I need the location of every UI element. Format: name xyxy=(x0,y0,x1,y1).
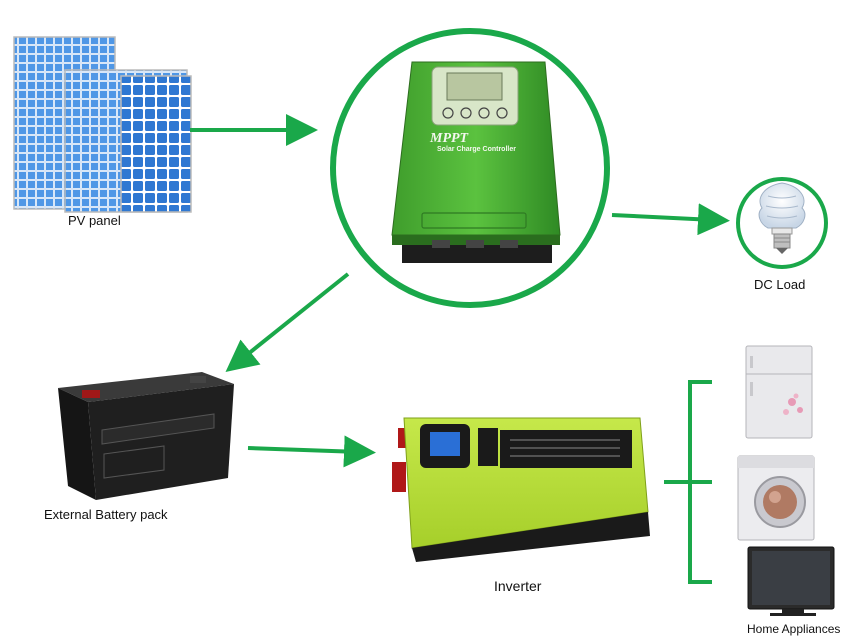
arrow-controller-to-load xyxy=(611,203,730,236)
solar-panel-icon xyxy=(13,36,192,213)
appliance-bracket xyxy=(664,380,712,584)
battery-icon xyxy=(58,372,234,500)
dc-load-label: DC Load xyxy=(754,277,806,292)
light-bulb-icon xyxy=(758,182,806,254)
controller-highlight-circle xyxy=(330,28,610,308)
controller-brand: MPPT xyxy=(430,131,469,146)
arrow-controller-to-battery xyxy=(225,272,350,372)
inverter-label: Inverter xyxy=(494,578,542,594)
pv-panel-label: PV panel xyxy=(68,213,121,228)
home-appliances-label: Home Appliances xyxy=(747,622,841,636)
television-icon xyxy=(747,546,835,616)
washing-machine-icon xyxy=(737,455,815,541)
charge-controller-icon xyxy=(391,61,561,263)
arrow-battery-to-inverter xyxy=(247,435,376,468)
refrigerator-icon xyxy=(745,345,813,439)
controller-subtitle: Solar Charge Controller xyxy=(437,146,516,153)
battery-label: External Battery pack xyxy=(44,507,168,522)
inverter-icon xyxy=(392,417,650,562)
load-highlight-circle xyxy=(736,177,828,269)
